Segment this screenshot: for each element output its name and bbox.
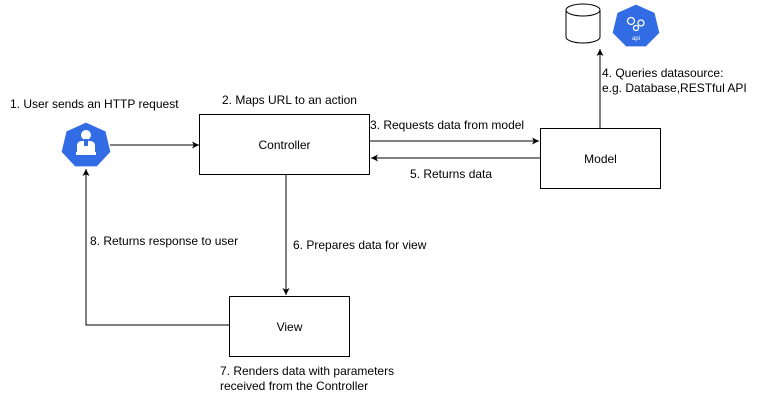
step-4-label-line1: 4. Queries datasource:	[602, 66, 724, 80]
api-icon-text: api	[632, 36, 640, 42]
step-1-label: 1. User sends an HTTP request	[10, 97, 179, 111]
step-6-label: 6. Prepares data for view	[293, 238, 427, 252]
database-icon	[565, 3, 601, 44]
step-5-label: 5. Returns data	[410, 167, 493, 181]
model-label: Model	[584, 151, 617, 166]
step-8-label: 8. Returns response to user	[90, 234, 239, 248]
model-box: Model	[540, 128, 661, 189]
view-box: View	[229, 296, 350, 357]
user-icon	[60, 121, 112, 168]
step-3-label: 3. Requests data from model	[370, 118, 525, 132]
api-icon: api	[611, 3, 661, 48]
step-7-label-line1: 7. Renders data with parameters	[220, 364, 395, 378]
edge-view-to-user	[82, 169, 229, 326]
step-2-label: 2. Maps URL to an action	[222, 93, 357, 107]
view-label: View	[276, 319, 303, 334]
step-7-label-line2: received from the Controller	[220, 379, 369, 393]
controller-box: Controller	[199, 114, 370, 175]
step-4-label-line2: e.g. Database,RESTful API	[602, 81, 747, 95]
controller-label: Controller	[258, 137, 311, 152]
